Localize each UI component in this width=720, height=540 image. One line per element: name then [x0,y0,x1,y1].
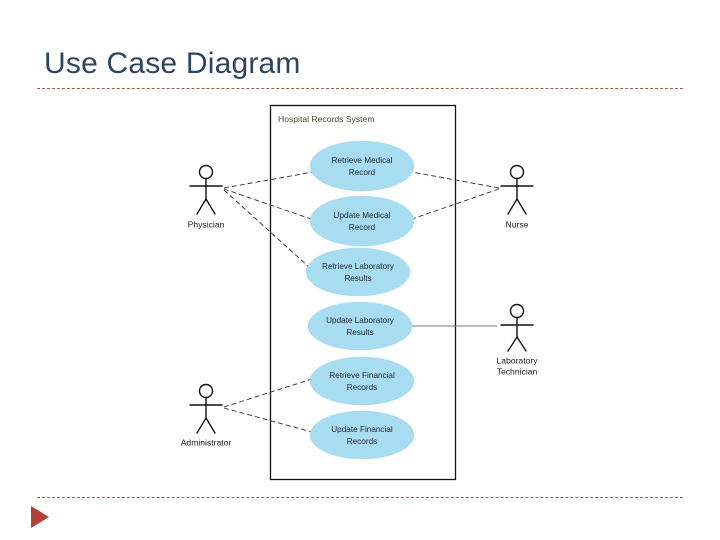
actor-administrator[interactable]: Administrator [181,383,232,448]
actor-nurse[interactable]: Nurse [500,164,534,230]
association-administrator-retrieve-financial-records [223,378,313,408]
actor-stick-figure-icon [189,164,223,215]
use-case-ellipse [309,195,415,247]
use-case-update-medical-record[interactable]: Update Medical Record [309,195,415,247]
page-title: Use Case Diagram [44,47,301,80]
system-boundary-box [269,104,457,481]
actor-label-line2: Technician [497,366,538,376]
use-case-ellipse [309,140,415,192]
association-nurse-update-medical-record [411,188,500,220]
use-case-label-line2: Results [344,274,371,283]
association-physician-update-medical-record [223,188,312,220]
use-case-ellipse [309,356,415,406]
use-case-ellipse [309,410,415,460]
use-case-label-line2: Results [346,328,373,337]
association-physician-retrieve-medical-record [223,171,314,189]
association-administrator-update-financial-records [223,407,313,433]
actor-label: Physician [188,219,225,229]
actor-stick-figure-icon [189,383,223,434]
association-links [223,171,500,433]
use-case-label-line1: Retrieve Medical [332,156,393,165]
use-case-label-line1: Update Financial [331,425,393,434]
actor-laboratory-technician[interactable]: Laboratory Technician [496,303,538,377]
association-physician-retrieve-laboratory-results [223,189,311,269]
use-case-label-line1: Retrieve Financial [329,371,395,380]
actor-label-line1: Laboratory [496,355,538,365]
actor-physician[interactable]: Physician [188,164,225,230]
actor-stick-figure-icon [500,164,534,215]
use-case-update-laboratory-results[interactable]: Update Laboratory Results [307,301,413,351]
association-nurse-retrieve-medical-record [411,171,500,189]
use-case-label-line1: Update Medical [334,211,391,220]
play-triangle-icon[interactable] [31,506,49,528]
actor-stick-figure-icon [500,303,534,352]
use-case-label-line1: Retrieve Laboratory [322,262,395,271]
use-case-retrieve-financial-records[interactable]: Retrieve Financial Records [309,356,415,406]
title-divider-top [37,88,683,89]
use-case-label-line1: Update Laboratory [326,316,395,325]
use-case-label-line2: Record [349,223,376,232]
use-case-label-line2: Record [349,168,376,177]
use-case-ellipse [307,301,413,351]
footer-divider-bottom [37,497,683,498]
use-case-update-financial-records[interactable]: Update Financial Records [309,410,415,460]
use-case-label-line2: Records [347,383,378,392]
actor-label: Nurse [506,219,529,229]
use-case-ellipse [305,247,411,297]
system-boundary-label: Hospital Records System [278,114,374,124]
use-case-retrieve-laboratory-results[interactable]: Retrieve Laboratory Results [305,247,411,297]
use-case-retrieve-medical-record[interactable]: Retrieve Medical Record [309,140,415,192]
actor-label: Administrator [181,437,232,447]
use-case-label-line2: Records [347,437,378,446]
